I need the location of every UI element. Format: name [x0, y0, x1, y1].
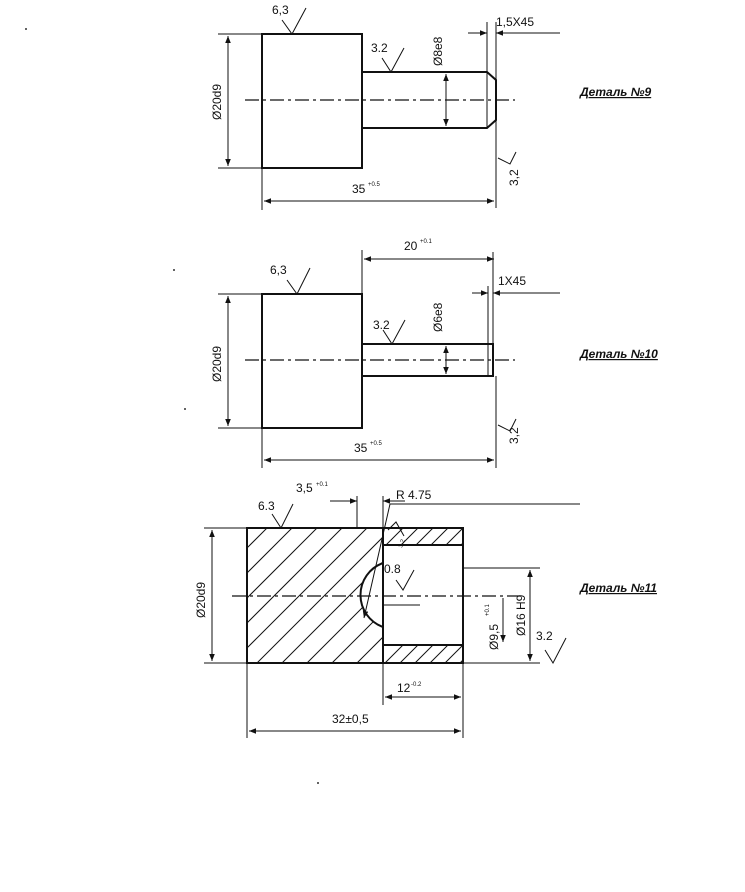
part10-title: Деталь №10 — [579, 347, 658, 361]
part9-length-total-tol: +0.5 — [368, 182, 381, 188]
part9-roughness-shaft: 3.2 — [371, 41, 388, 55]
part10-length-shaft: 20 — [404, 239, 418, 253]
part11-depth-bore: 12 — [397, 681, 411, 695]
part11-diameter-bore-small: Ø9,5 — [487, 624, 501, 650]
part11-diameter-body: Ø20d9 — [194, 582, 208, 618]
part11-radius: R 4.75 — [396, 488, 432, 502]
part11-offset-tol: +0.1 — [316, 482, 329, 488]
scan-specks — [25, 28, 319, 784]
part11-length-total: 32±0,5 — [332, 712, 369, 726]
part10-length-total-tol: +0.5 — [370, 441, 383, 447]
part10-length-shaft-tol: +0.1 — [420, 239, 433, 245]
part9-roughness-face: 6,3 — [272, 3, 289, 17]
part-9-drawing: Ø20d9 Ø8e8 6,3 3.2 1,5X45 3,2 35 +0.5 Де… — [210, 3, 652, 210]
part-10-drawing: Ø20d9 Ø6e8 6,3 3.2 20 +0.1 1X45 3,2 35 +… — [210, 239, 658, 468]
part9-diameter-shaft: Ø8e8 — [431, 36, 445, 66]
part11-depth-bore-tol: -0.2 — [411, 682, 422, 688]
part9-roughness-general: 3,2 — [507, 169, 521, 186]
part11-roughness-sphere: 0.8 — [384, 562, 401, 576]
part9-chamfer: 1,5X45 — [496, 15, 534, 29]
part11-roughness-small: 3.2 — [398, 538, 407, 549]
part10-length-total: 35 — [354, 441, 368, 455]
part11-roughness-face: 6.3 — [258, 499, 275, 513]
part11-roughness-bore: 3.2 — [536, 629, 553, 643]
part9-length-total: 35 — [352, 182, 366, 196]
part11-diameter-bore: Ø16 H9 — [514, 594, 528, 636]
part-11-drawing: Ø20d9 6.3 3,5 +0.1 R 4.75 3.2 0.8 Ø9,5 +… — [194, 481, 657, 738]
part11-title: Деталь №11 — [579, 581, 657, 595]
part10-roughness-general: 3,2 — [507, 427, 521, 444]
part9-title: Деталь №9 — [579, 85, 652, 99]
part10-roughness-shaft: 3.2 — [373, 318, 390, 332]
part10-chamfer: 1X45 — [498, 274, 526, 288]
part10-diameter-shaft: Ø6e8 — [431, 302, 445, 332]
part10-roughness-face: 6,3 — [270, 263, 287, 277]
part9-diameter-body: Ø20d9 — [210, 84, 224, 120]
part11-offset: 3,5 — [296, 481, 313, 495]
part11-diameter-bore-small-tol: +0.1 — [485, 603, 491, 616]
part10-diameter-body: Ø20d9 — [210, 346, 224, 382]
